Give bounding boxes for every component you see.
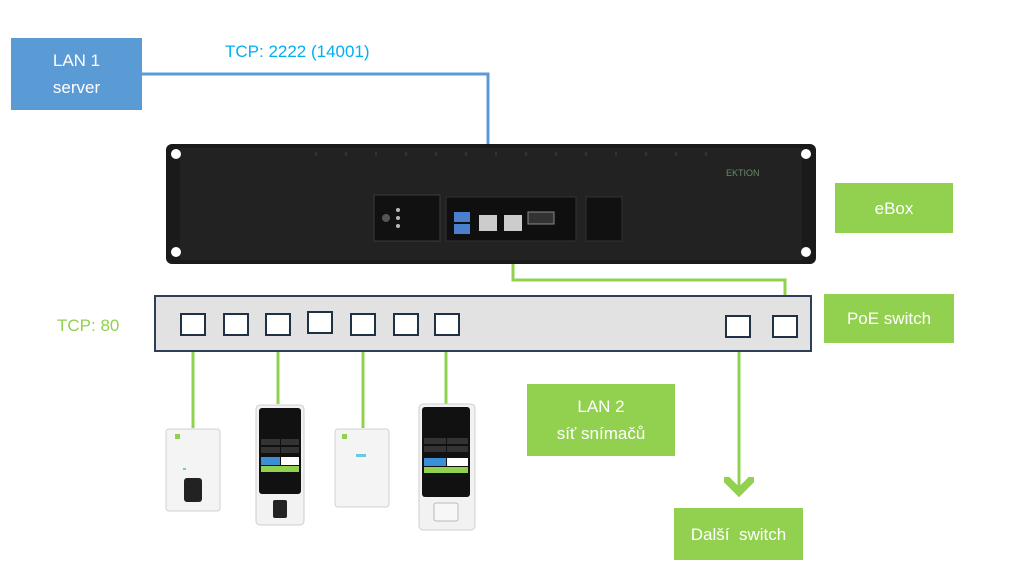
terminal-icon <box>255 404 305 526</box>
ebox-device: EKTION <box>166 144 816 264</box>
switch-port <box>307 311 333 334</box>
lan2-box: LAN 2 síť snímačů <box>527 384 675 456</box>
switch-port <box>180 313 206 336</box>
switch-port <box>265 313 291 336</box>
ebox-brand: EKTION <box>726 168 760 178</box>
lan1-subtitle: server <box>52 78 101 97</box>
reader-icon <box>334 428 390 508</box>
switch-port <box>223 313 249 336</box>
ebox-label: eBox <box>835 183 953 233</box>
reader-icon <box>165 428 221 512</box>
switch-port <box>772 315 798 338</box>
switch-port <box>434 313 460 336</box>
poe-switch-body <box>154 295 812 352</box>
switch-port <box>350 313 376 336</box>
switch-port <box>725 315 751 338</box>
lan1-server-box: LAN 1 server <box>11 38 142 110</box>
vent-slots <box>315 152 707 156</box>
lan2-subtitle: síť snímačů <box>556 424 646 443</box>
terminal-icon <box>418 403 476 531</box>
poe-switch-label: PoE switch <box>824 294 954 343</box>
next-switch-label: Další switch <box>674 508 803 560</box>
tcp-80-label: TCP: 80 <box>57 316 120 335</box>
switch-port <box>393 313 419 336</box>
lan1-title: LAN 1 <box>52 51 101 70</box>
tcp-lan1-label: TCP: 2222 (14001) <box>225 42 370 61</box>
lan2-title: LAN 2 <box>577 397 625 416</box>
